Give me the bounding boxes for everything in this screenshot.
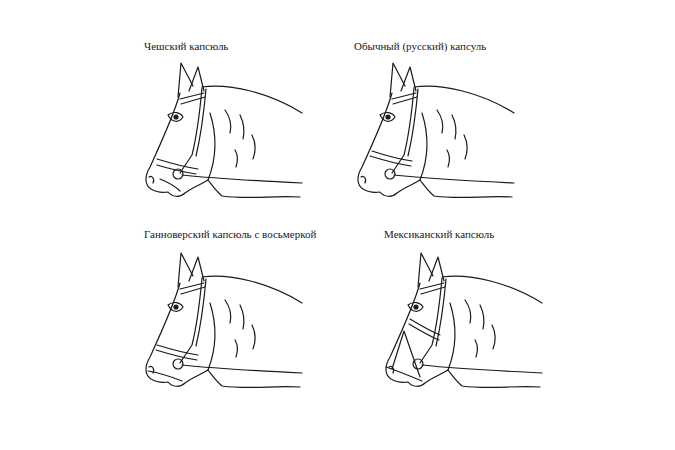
caption-label: Ганноверский капсюль с восьмеркой: [143, 228, 317, 240]
caption-label: Мексиканский капсюль: [383, 228, 495, 240]
caption-label: Обычный (русский) капсуль: [353, 40, 487, 52]
caption-label: Чешский капсюль: [143, 40, 229, 52]
